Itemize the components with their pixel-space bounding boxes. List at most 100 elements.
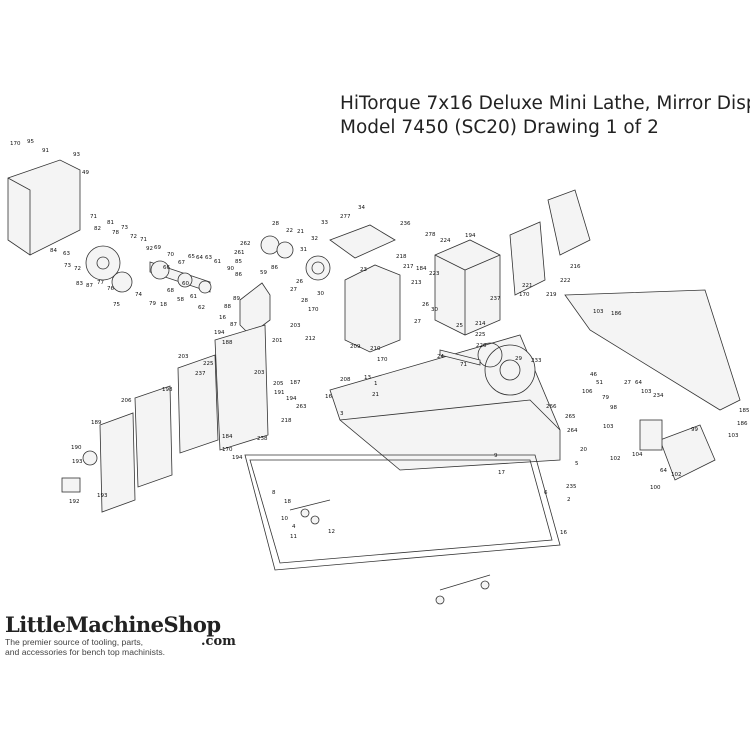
- part-label: 194: [232, 455, 243, 461]
- part-label: 185: [739, 408, 750, 414]
- part-label: 234: [653, 393, 664, 399]
- part-label: 67: [178, 260, 185, 266]
- part-label: 59: [260, 270, 267, 276]
- part-label: 264: [567, 428, 578, 434]
- logo-name: LittleMachineShop: [5, 612, 221, 637]
- part-label: 225: [203, 361, 214, 367]
- title-line-2: Model 7450 (SC20) Drawing 1 of 2: [340, 117, 659, 138]
- part-label: 92: [146, 246, 153, 252]
- part-label: 61: [190, 294, 197, 300]
- part-label: 212: [305, 336, 316, 342]
- part-label: 103: [603, 424, 614, 430]
- part-label: 87: [86, 283, 93, 289]
- part-label: 201: [272, 338, 283, 344]
- part-label: 170: [519, 292, 530, 298]
- part-label: 203: [254, 370, 265, 376]
- part-label: 64: [196, 255, 203, 261]
- part-label: 49: [82, 170, 89, 176]
- part-label: 190: [71, 445, 82, 451]
- faceplate: [477, 342, 503, 368]
- title-line-1: HiTorque 7x16 Deluxe Mini Lathe, Mirror …: [340, 93, 750, 114]
- panel-206: [134, 385, 173, 488]
- drawing-title: HiTorque 7x16 Deluxe Mini Lathe, Mirror …: [340, 92, 750, 140]
- part-label: 184: [416, 266, 427, 272]
- part-label: 278: [425, 232, 436, 238]
- part-label: 24: [437, 354, 444, 360]
- knob-190: [82, 450, 98, 466]
- part-label: 76: [107, 286, 114, 292]
- part-label: 20: [580, 447, 587, 453]
- part-label: 86: [235, 272, 242, 278]
- part-label: 225: [475, 332, 486, 338]
- part-label: 221: [522, 283, 533, 289]
- part-label: 210: [370, 346, 381, 352]
- chip-guard: [564, 289, 741, 411]
- part-label: 13: [364, 375, 371, 381]
- part-label: 3: [340, 411, 344, 417]
- part-label: 188: [222, 340, 233, 346]
- part-label: 4: [292, 524, 296, 530]
- part-label: 214: [475, 321, 486, 327]
- part-label: 103: [593, 309, 604, 315]
- part-label: 99: [691, 427, 698, 433]
- part-label: 189: [91, 420, 102, 426]
- headstock: [344, 264, 401, 353]
- part-label: 100: [650, 485, 661, 491]
- part-label: 10: [281, 516, 288, 522]
- motor: [659, 424, 716, 481]
- part-label: 73: [64, 263, 71, 269]
- part-label: 102: [671, 472, 682, 478]
- part-label: 187: [290, 380, 301, 386]
- part-label: 46: [590, 372, 597, 378]
- part-label: 12: [328, 529, 335, 535]
- part-label: 28: [272, 221, 279, 227]
- part-label: 235: [566, 484, 577, 490]
- part-label: 90: [227, 266, 234, 272]
- part-label: 18: [284, 499, 291, 505]
- part-label: 16: [219, 315, 226, 321]
- part-label: 1: [374, 381, 378, 387]
- part-label: 213: [411, 280, 422, 286]
- part-label: 205: [273, 381, 284, 387]
- part-label: 27: [290, 287, 297, 293]
- chip-tray: [244, 454, 561, 571]
- feet: [289, 499, 491, 591]
- part-label: 23: [360, 267, 367, 273]
- part-label: 16: [560, 530, 567, 536]
- logo-tagline-2: and accessories for bench top machinists…: [5, 647, 166, 657]
- part-label: 64: [635, 380, 642, 386]
- part-label: 32: [311, 236, 318, 242]
- part-label: 71: [140, 237, 147, 243]
- part-label: 106: [582, 389, 593, 395]
- part-label: 222: [560, 278, 571, 284]
- littlemachineshop-logo: LittleMachineShop .com The premier sourc…: [5, 612, 250, 672]
- part-label: 237: [490, 296, 501, 302]
- spindle: [439, 349, 481, 366]
- pulley-small: [111, 271, 133, 293]
- cover-plate: [329, 224, 396, 259]
- part-label: 31: [300, 247, 307, 253]
- part-label: 69: [154, 245, 161, 251]
- part-label: 223: [429, 271, 440, 277]
- part-label: 34: [358, 205, 365, 211]
- part-label: 170: [377, 357, 388, 363]
- part-label: 83: [76, 281, 83, 287]
- part-label: 74: [135, 292, 142, 298]
- part-label: 86: [271, 265, 278, 271]
- part-label: 203: [178, 354, 189, 360]
- part-label: 93: [73, 152, 80, 158]
- gear-bracket: [239, 282, 271, 336]
- part-label: 21: [297, 229, 304, 235]
- control-box: [214, 324, 269, 451]
- part-label: 238: [257, 436, 268, 442]
- part-label: 63: [63, 251, 70, 257]
- part-label: 203: [290, 323, 301, 329]
- part-label: 104: [632, 452, 643, 458]
- logo-suffix: .com: [201, 634, 236, 649]
- part-label: 184: [222, 434, 233, 440]
- part-label: 88: [224, 304, 231, 310]
- part-label: 75: [113, 302, 120, 308]
